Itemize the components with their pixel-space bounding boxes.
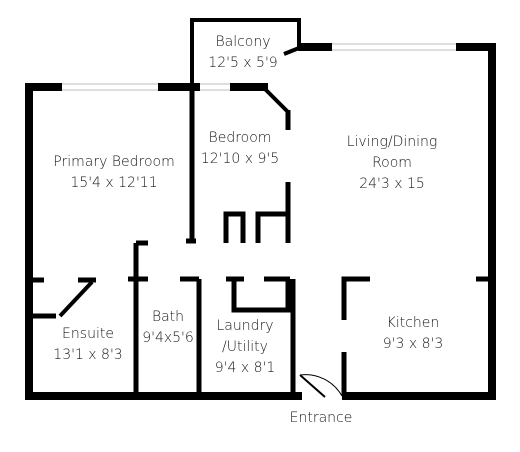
bedroom-label: Bedroom 12'10 x 9'5 — [201, 128, 279, 170]
living-name-line2: Room — [372, 155, 412, 171]
laundry-name-line1: Laundry — [216, 318, 274, 334]
entrance-door-leaf — [299, 374, 326, 398]
laundry-size: 9'4 x 8'1 — [214, 360, 276, 376]
primary-bedroom-name: Primary Bedroom — [53, 154, 175, 170]
living-name-line1: Living/Dining — [346, 134, 438, 150]
ensuite-label: Ensuite 13'1 x 8'3 — [53, 324, 122, 366]
balcony-name: Balcony — [215, 34, 271, 50]
living-size: 24'3 x 15 — [359, 176, 425, 192]
ensuite-door — [58, 280, 94, 318]
kitchen-name: Kitchen — [386, 315, 440, 331]
bath-name: Bath — [151, 309, 185, 325]
bedroom-name: Bedroom — [208, 130, 272, 146]
window-primary — [59, 83, 161, 91]
bath-label: Bath 9'4x5'6 — [142, 307, 194, 349]
bath-size: 9'4x5'6 — [142, 330, 194, 346]
bedroom-size: 12'10 x 9'5 — [200, 151, 280, 167]
entrance-label: Entrance — [289, 410, 353, 426]
window-bedroom — [197, 83, 233, 91]
window-living — [329, 43, 459, 51]
primary-bedroom-size: 15'4 x 12'11 — [70, 175, 158, 191]
doors — [58, 44, 343, 398]
ensuite-name: Ensuite — [62, 326, 114, 342]
kitchen-label: Kitchen 9'3 x 8'3 — [383, 313, 444, 355]
living-label: Living/Dining Room 24'3 x 15 — [347, 132, 438, 195]
interior-walls — [30, 84, 492, 395]
ensuite-size: 13'1 x 8'3 — [53, 347, 123, 363]
entrance-door-swing — [299, 374, 343, 397]
exterior-walls — [25, 43, 496, 400]
laundry-label: Laundry /Utility 9'4 x 8'1 — [215, 316, 276, 379]
primary-bedroom-label: Primary Bedroom 15'4 x 12'11 — [53, 152, 174, 194]
balcony-size: 12'5 x 5'9 — [208, 55, 278, 71]
balcony-outline — [190, 18, 301, 84]
laundry-name-line2: /Utility — [222, 339, 268, 355]
balcony-door — [283, 44, 305, 56]
balcony-label: Balcony 12'5 x 5'9 — [208, 32, 277, 74]
bedroom-balcony-door — [260, 84, 290, 114]
kitchen-size: 9'3 x 8'3 — [382, 336, 444, 352]
